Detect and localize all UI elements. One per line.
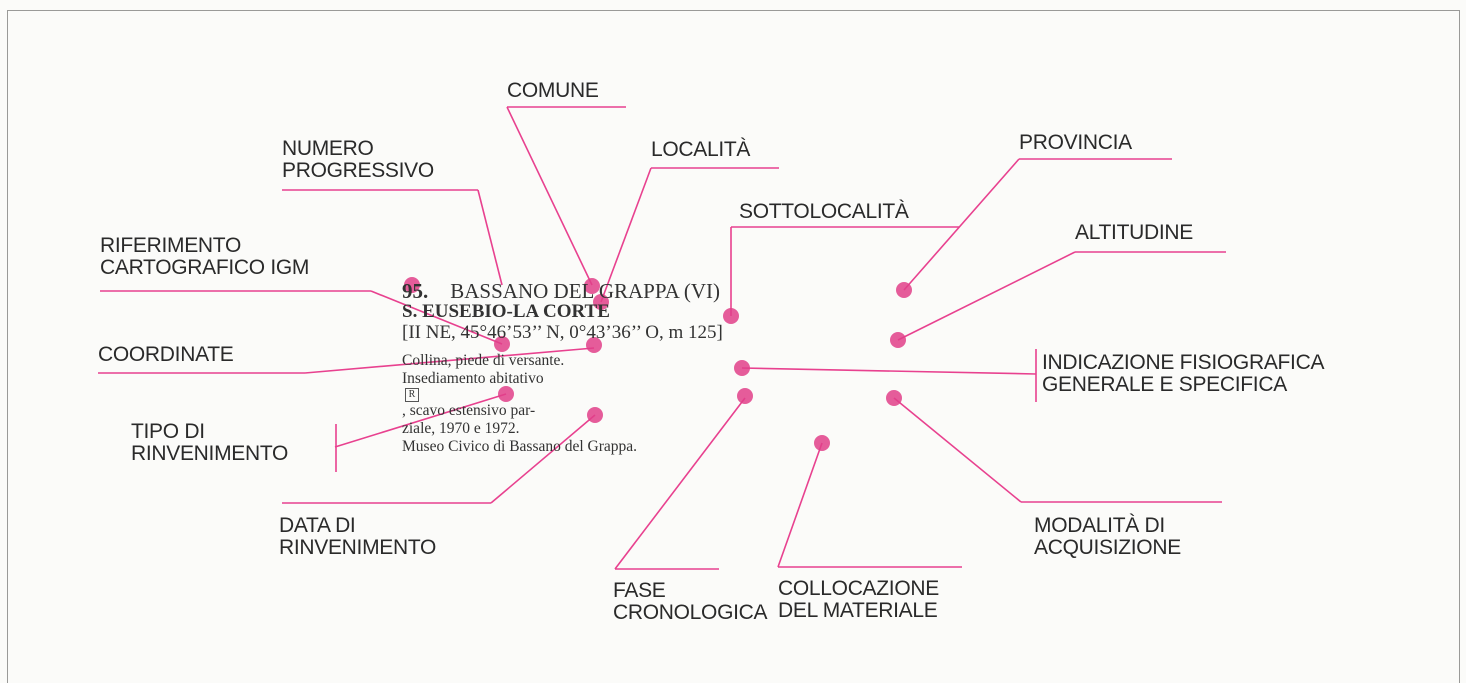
leader-line-data [490, 414, 596, 504]
leader-line-coordinate [304, 347, 595, 374]
label-tipo-line1: TIPO DI [131, 420, 205, 443]
label-comune: COMUNE [507, 80, 599, 102]
anchor-dot-6 [890, 332, 906, 348]
leader-line-indicazione [741, 367, 1037, 375]
r-icon: R [405, 388, 419, 402]
anchor-dot-9 [734, 360, 750, 376]
anchor-dot-10 [498, 386, 514, 402]
label-indicazione-line2: GENERALE E SPECIFICA [1042, 373, 1287, 396]
entry-line-2a: Insediamento abitativo [402, 370, 544, 387]
label-localita: LOCALITÀ [651, 139, 750, 161]
entry-heading: 95. BASSANO DEL GRAPPA (VI) [402, 280, 1002, 302]
entry-line-4: Museo Civico di Bassano del Grappa. [402, 438, 638, 455]
label-collocazione-line2: DEL MATERIALE [778, 599, 938, 622]
label-data-line2: RINVENIMENTO [279, 536, 437, 559]
leader-line-fase [614, 397, 746, 570]
entry-localita: S. EUSEBIO-LA CORTE [402, 301, 610, 322]
label-altitudine-text: ALTITUDINE [1075, 221, 1193, 244]
label-provincia-text: PROVINCIA [1019, 131, 1132, 154]
leader-line-comune [506, 106, 593, 286]
label-altitudine: ALTITUDINE [1075, 222, 1193, 244]
label-collocazione-line1: COLLOCAZIONE [778, 577, 939, 600]
label-modalita-line2: ACQUISIZIONE [1034, 536, 1181, 559]
entry-riferimento: [II NE, 45°46’53’’ N, 0°43’36’’ O, m 125… [402, 322, 723, 343]
leader-line-localita [600, 167, 652, 303]
label-comune-text: COMUNE [507, 79, 599, 102]
label-localita-text: LOCALITÀ [651, 138, 751, 161]
label-sottolocalita: SOTTOLOCALITÀ [739, 201, 909, 223]
leader-line-altitudine [897, 251, 1076, 341]
anchor-dot-4 [896, 282, 912, 298]
label-fase-line2: CRONOLOGICA [613, 601, 768, 624]
anchor-dot-8 [586, 337, 602, 353]
entry-line-2: Insediamento abitativo R, scavo estensiv… [402, 370, 977, 420]
leader-line-collocazione [777, 442, 823, 568]
label-sottolocalita-text: SOTTOLOCALITÀ [739, 200, 909, 223]
leader-line-provincia [903, 158, 1020, 291]
anchor-dot-1 [404, 277, 420, 293]
label-indicazione-line1: INDICAZIONE FISIOGRAFICA [1042, 351, 1325, 374]
anchor-dot-7 [494, 336, 510, 352]
leader-line-modalita [893, 397, 1022, 503]
anchor-dot-2 [584, 278, 600, 294]
label-riferimento-line2: CARTOGRAFICO IGM [100, 256, 310, 279]
leader-line-numero [477, 189, 503, 286]
anchor-dot-12 [737, 388, 753, 404]
label-modalita-line1: MODALITÀ DI [1034, 514, 1165, 537]
entry-number: 95. [402, 279, 429, 303]
anchor-dot-5 [723, 308, 739, 324]
label-coordinate: COORDINATE [98, 343, 234, 366]
label-riferimento-line1: RIFERIMENTO [100, 234, 241, 257]
leader-line-tipo [334, 393, 507, 448]
anchor-dot-11 [587, 407, 603, 423]
anchor-dot-14 [814, 435, 830, 451]
anchor-dot-13 [886, 390, 902, 406]
frame-border [7, 10, 1460, 683]
label-coordinate-text: COORDINATE [98, 343, 234, 366]
entry-line-2b: , scavo estensivo par- [402, 402, 536, 419]
label-tipo-line2: RINVENIMENTO [131, 442, 289, 465]
leader-line-riferimento [370, 290, 503, 345]
catalog-entry: 95. BASSANO DEL GRAPPA (VI) S. EUSEBIO-LA… [402, 280, 1002, 456]
label-provincia: PROVINCIA [1019, 132, 1132, 154]
anchor-dot-3 [593, 294, 609, 310]
label-numero-line2: PROGRESSIVO [282, 159, 434, 182]
entry-body: Collina, piede di versante. Insediamento… [402, 352, 977, 456]
label-numero-line1: NUMERO [282, 137, 374, 160]
entry-line-1: Collina, piede di versante. [402, 352, 565, 369]
label-fase-line1: FASE [613, 579, 666, 602]
entry-line-3: ziale, 1970 e 1972. [402, 420, 520, 437]
label-data-line1: DATA DI [279, 514, 356, 537]
entry-comune-provincia: BASSANO DEL GRAPPA (VI) [450, 279, 720, 303]
